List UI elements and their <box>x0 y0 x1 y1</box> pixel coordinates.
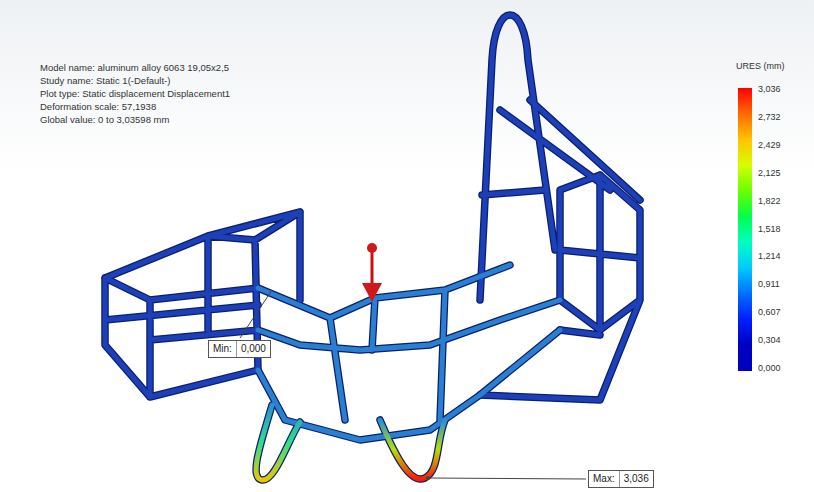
info-text: Deformation scale: 57,1938 <box>40 101 156 113</box>
legend-swatch <box>738 344 752 370</box>
info-text: Model name: aluminum alloy 6063 19,05x2,… <box>40 62 229 74</box>
frame-tubes-mid <box>258 265 560 440</box>
legend-value: 3,036 <box>758 84 781 94</box>
legend-value: 2,732 <box>758 112 781 122</box>
frame-outline <box>105 15 640 480</box>
legend-value: 2,429 <box>758 140 781 150</box>
deformed-tube <box>256 405 300 480</box>
info-text: Global value: 0 to 3,03598 mm <box>40 114 169 126</box>
callout-text: 3,036 <box>619 471 653 487</box>
legend-swatch <box>738 165 752 191</box>
callout-text: Max: <box>589 471 619 487</box>
legend-swatch <box>738 319 752 345</box>
legend-swatch <box>738 293 752 319</box>
legend-value: 0,304 <box>758 335 781 345</box>
legend-value: 0,000 <box>758 363 781 373</box>
legend-value: 0,911 <box>758 279 780 289</box>
legend-value: 1,214 <box>758 251 781 261</box>
legend-value: 0,607 <box>758 307 781 317</box>
legend-swatch <box>738 267 752 293</box>
legend-swatch <box>738 216 752 242</box>
legend-value: 2,125 <box>758 168 781 178</box>
callout-text: Min: <box>209 341 236 357</box>
max-point <box>426 476 430 480</box>
legend-value: 1,822 <box>758 196 781 206</box>
leader-line <box>240 290 586 479</box>
info-text: Plot type: Static displacement Displacem… <box>40 88 230 100</box>
deformed-tube <box>380 420 445 479</box>
legend-value: 1,518 <box>758 224 781 234</box>
legend-swatch <box>738 191 752 217</box>
legend-swatch <box>738 88 752 114</box>
callout-box: Min:0,000 <box>208 340 271 358</box>
legend-swatch <box>738 114 752 140</box>
legend-title: URES (mm) <box>736 60 785 72</box>
load-arrow <box>362 243 382 302</box>
legend-swatch <box>738 139 752 165</box>
callout-text: 0,000 <box>236 341 270 357</box>
info-text: Study name: Static 1(-Default-) <box>40 75 170 87</box>
legend-swatch <box>738 242 752 268</box>
callout-box: Max:3,036 <box>588 470 654 488</box>
